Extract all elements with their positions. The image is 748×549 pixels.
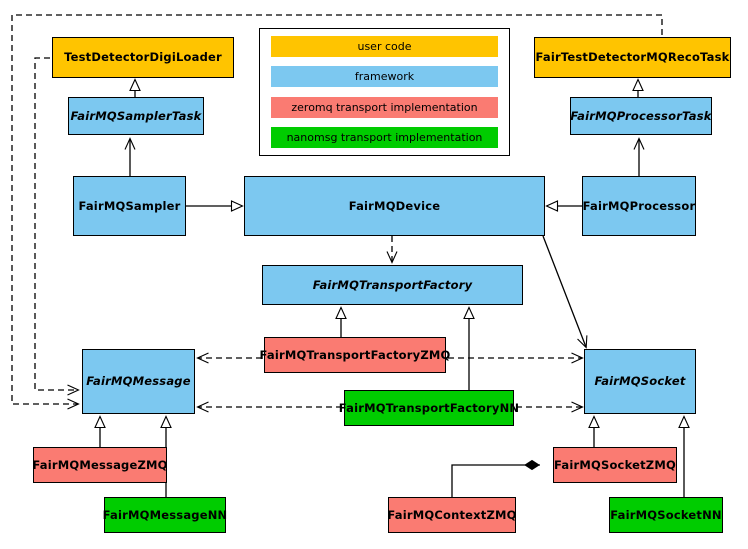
node-testdetectordigiloader[interactable]: TestDetectorDigiLoader [52,37,234,78]
legend-label-user-code: user code [357,40,412,53]
node-fairmqcontextzmq[interactable]: FairMQContextZMQ [387,497,516,533]
legend-item-framework: framework [271,66,498,88]
node-fairmqprocessor[interactable]: FairMQProcessor [582,176,696,236]
node-fairmqdevice[interactable]: FairMQDevice [244,176,545,236]
node-fairmqmessage[interactable]: FairMQMessage [82,349,195,414]
node-fairmqsocketzmq[interactable]: FairMQSocketZMQ [553,447,677,483]
legend-item-zeromq: zeromq transport implementation [271,96,498,118]
node-fairmqtransportfactoryzmq[interactable]: FairMQTransportFactoryZMQ [260,337,450,373]
node-fairmqsocket[interactable]: FairMQSocket [584,349,696,414]
legend-label-framework: framework [354,70,415,84]
legend-label-zeromq: zeromq transport implementation [291,100,478,114]
node-fairmqmessagenn[interactable]: FairMQMessageNN [103,497,227,533]
edge-contextzmq-socketzmq [451,459,540,497]
node-fairmqprocessortask[interactable]: FairMQProcessorTask [570,97,712,135]
node-fairmqtransportfactorynn[interactable]: FairMQTransportFactoryNN [339,390,519,426]
legend-item-nanomsg: nanomsg transport implementation [271,126,498,148]
edge-device-socket [542,235,588,349]
node-fairmqsampler[interactable]: FairMQSampler [73,176,186,236]
node-fairmqtransportfactory[interactable]: FairMQTransportFactory [262,265,523,305]
node-fairmqmessagezmq[interactable]: FairMQMessageZMQ [32,447,167,483]
node-fairtestdetectormqrecotask[interactable]: FairTestDetectorMQRecoTask [534,37,731,78]
legend-item-user-code: user code [271,36,498,57]
legend-label-nanomsg: nanomsg transport implementation [286,130,483,144]
legend: user code framework zeromq transport imp… [259,28,510,156]
node-fairmqsocketnn[interactable]: FairMQSocketNN [609,497,723,533]
node-fairmqsamplertask[interactable]: FairMQSamplerTask [68,97,204,135]
